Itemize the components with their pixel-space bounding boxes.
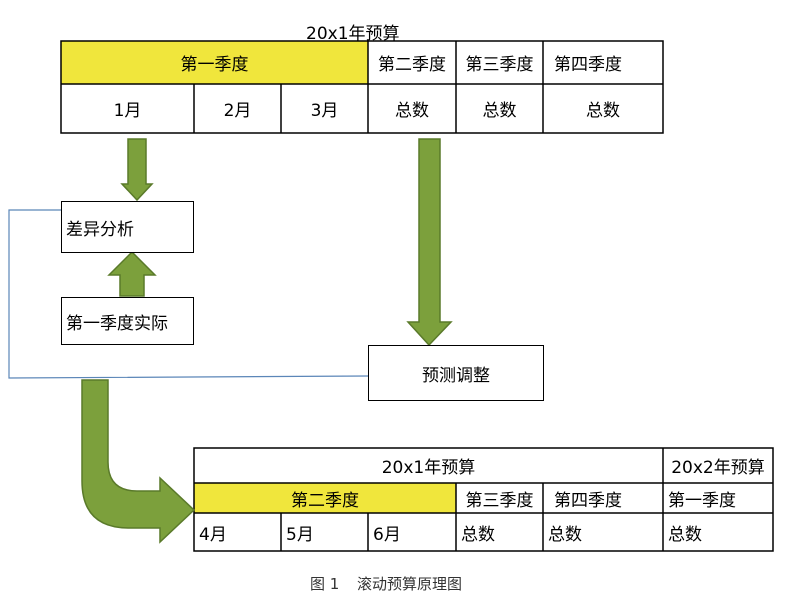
down-arrow-to-variance [120, 138, 154, 202]
top-table-grid [60, 40, 664, 134]
bottom-month-4: 4月 [199, 524, 227, 545]
bottom-table-grid [193, 447, 774, 552]
bottom-total-q4: 总数 [548, 524, 582, 545]
bottom-q4-header: 第四季度 [554, 490, 622, 511]
up-arrow-to-variance [107, 250, 157, 297]
bottom-month-5: 5月 [286, 524, 314, 545]
bottom-total-q3: 总数 [461, 524, 495, 545]
bottom-q2-highlight [194, 483, 456, 513]
variance-analysis-box: 差异分析 [61, 201, 194, 253]
bottom-title-20x1: 20x1年预算 [381, 458, 476, 478]
bottom-title-20x2: 20x2年预算 [671, 458, 765, 478]
feedback-line [8, 209, 369, 379]
bottom-q2-header: 第二季度 [291, 490, 359, 511]
bottom-month-6: 6月 [373, 524, 401, 545]
top-q4-header: 第四季度 [554, 55, 622, 75]
top-q3-header: 第三季度 [465, 55, 534, 75]
top-month-2: 2月 [223, 101, 252, 121]
bottom-next-q1-header: 第一季度 [668, 490, 736, 511]
forecast-adjust-label: 预测调整 [422, 365, 490, 386]
top-q2-header: 第二季度 [378, 55, 446, 75]
variance-analysis-label: 差异分析 [66, 219, 134, 240]
forecast-adjust-box: 预测调整 [368, 345, 544, 401]
top-total-q2: 总数 [395, 101, 429, 121]
top-month-3: 3月 [310, 101, 339, 121]
figure-number: 图 1 [310, 575, 340, 593]
bottom-q3-header: 第三季度 [465, 490, 534, 511]
top-q1-highlight [61, 41, 368, 84]
top-total-q3: 总数 [482, 101, 517, 121]
down-arrow-to-adjust [406, 138, 453, 347]
figure-caption: 滚动预算原理图 [357, 575, 463, 593]
bottom-total-next-q1: 总数 [668, 524, 702, 545]
q1-actual-label: 第一季度实际 [66, 313, 168, 334]
top-q1-header: 第一季度 [180, 55, 249, 75]
top-total-q4: 总数 [586, 101, 620, 121]
q1-actual-box: 第一季度实际 [61, 297, 194, 345]
curved-arrow-to-bottom [81, 379, 196, 544]
top-month-1: 1月 [113, 101, 142, 121]
top-table-title: 20x1年预算 [306, 24, 400, 44]
